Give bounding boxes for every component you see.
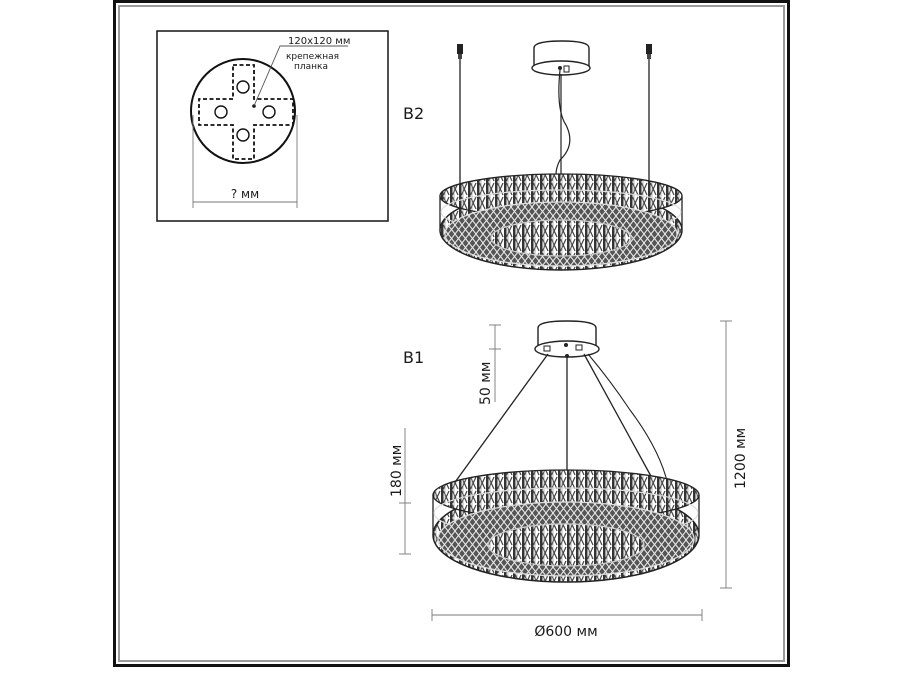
ceiling-anchor-right [646,44,652,59]
variant-b2-label: B2 [403,104,424,123]
dimension-diameter: Ø600 мм [431,609,703,640]
canopy-height-label: 50 мм [478,362,494,405]
ceiling-anchor-left [457,44,463,59]
mounting-bracket-cross [198,64,294,160]
plate-diameter-label: ? мм [231,187,259,201]
power-cord-b2 [555,69,571,189]
total-height-label: 1200 мм [733,428,749,489]
diameter-label: Ø600 мм [534,624,597,640]
drawing-frame-inner-border [118,5,785,662]
suspension-cable-right-b1 [583,353,653,479]
screw-hole-right [262,105,276,119]
crystal-ring-b2 [439,173,683,271]
screw-hole-left [214,105,228,119]
plate-size-label: 120x120 мм [288,36,350,47]
plate-label-line1: крепежная [286,52,339,62]
dimension-ring-height: 180 мм [389,428,411,555]
power-cord-b1 [587,353,669,486]
leader-line [253,45,348,107]
dimension-canopy-height: 50 мм [478,324,501,405]
screw-hole-top [236,80,250,94]
ring-height-label: 180 мм [389,445,405,497]
screw-hole-bottom [236,128,250,142]
variant-b2: B2 [403,40,683,271]
canopy-b1 [534,320,600,358]
plate-label-line2: планка [294,62,328,72]
canopy-b2 [531,40,591,76]
variant-b1: B1 50 мм [389,320,749,640]
suspension-cable-left-b1 [452,353,549,486]
crystal-ring-b1 [432,469,700,583]
canopy-base-circle [190,58,296,164]
dimension-total-height: 1200 мм [720,320,749,589]
variant-b1-label: B1 [403,348,424,367]
mount-plate-inset: 120x120 мм крепежная планка ? мм [156,30,389,222]
